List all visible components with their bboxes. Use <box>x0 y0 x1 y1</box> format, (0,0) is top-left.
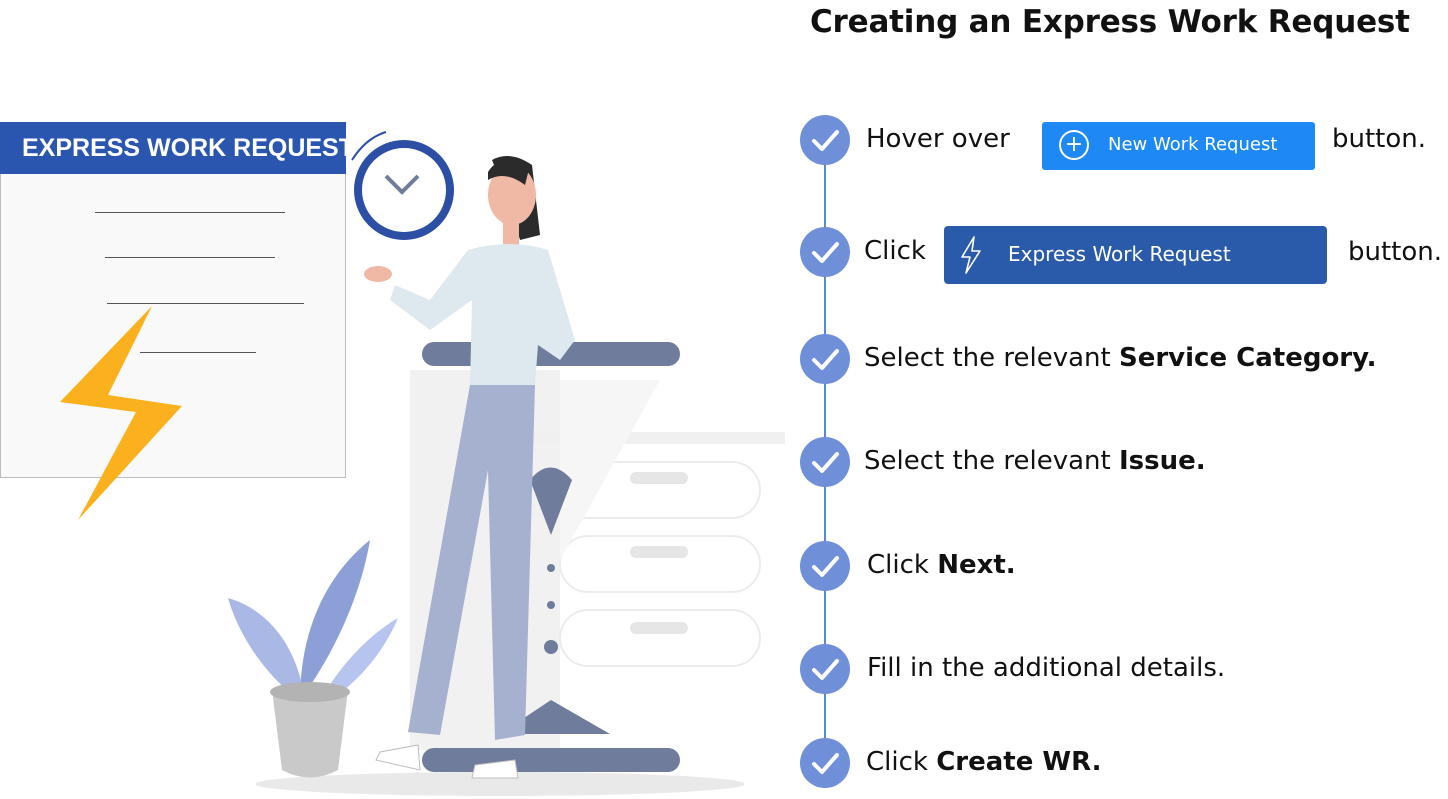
step-text: Select the relevant Service Category. <box>864 343 1377 373</box>
step-text: Select the relevant Issue. <box>864 446 1206 476</box>
step-text: Fill in the additional details. <box>867 653 1226 683</box>
check-icon <box>800 334 850 384</box>
step-2: Click <box>800 227 1440 279</box>
lightning-bolt-icon <box>60 306 182 520</box>
card-line <box>105 257 275 258</box>
step-text: Click Next. <box>867 550 1016 580</box>
check-icon <box>800 738 850 788</box>
clock-icon <box>351 131 454 240</box>
check-icon <box>800 115 850 165</box>
step-text: Click <box>864 236 926 266</box>
lightning-bolt-icon <box>961 236 981 274</box>
check-icon <box>800 541 850 591</box>
express-work-request-button[interactable]: Express Work Request <box>944 226 1327 284</box>
step-text: Click Create WR. <box>866 747 1102 777</box>
step-3: Select the relevant Service Category. <box>800 334 1440 386</box>
new-work-request-button[interactable]: + New Work Request <box>1042 122 1315 170</box>
step-1: Hover over <box>800 115 1440 167</box>
card-line <box>95 212 285 213</box>
step-6: Fill in the additional details. <box>800 644 1440 696</box>
step-text-after: button. <box>1348 237 1443 267</box>
plant-icon <box>228 540 398 778</box>
check-icon <box>800 644 850 694</box>
plus-circle-icon: + <box>1059 130 1089 160</box>
step-text-after: button. <box>1332 124 1427 154</box>
step-5: Click Next. <box>800 541 1440 593</box>
check-icon <box>800 437 850 487</box>
check-icon <box>800 227 850 277</box>
woman-figure <box>364 156 575 779</box>
card-header: EXPRESS WORK REQUEST <box>0 122 354 174</box>
card-line <box>107 303 304 304</box>
card-line <box>140 352 256 353</box>
step-7: Click Create WR. <box>800 738 1440 790</box>
express-request-card <box>0 122 346 478</box>
woman-hourglass-illustration <box>60 131 785 796</box>
step-text: Hover over <box>866 124 1010 154</box>
page-title: Creating an Express Work Request <box>810 4 1410 40</box>
step-4: Select the relevant Issue. <box>800 437 1440 489</box>
